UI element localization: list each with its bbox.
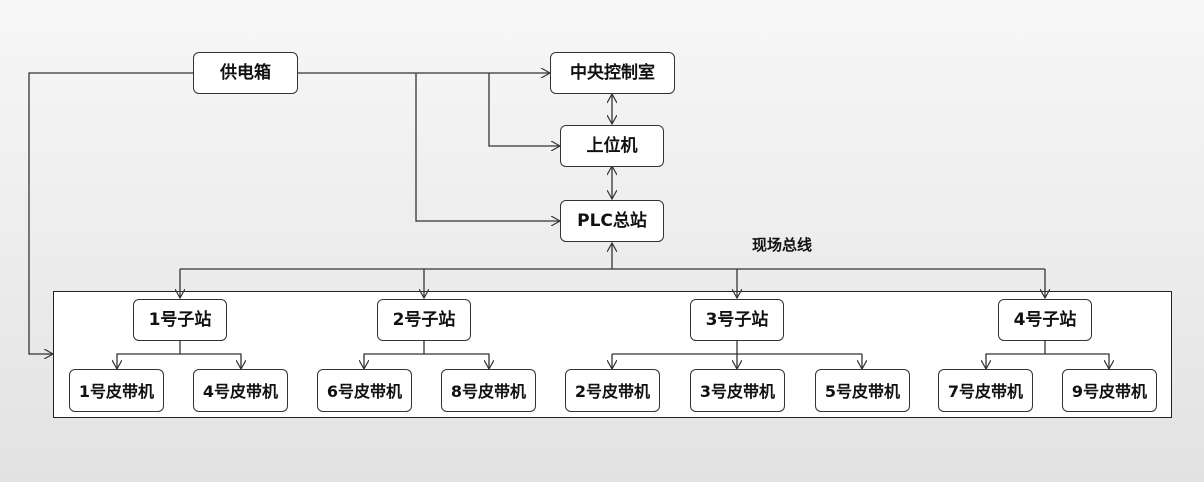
belt-conveyor-node: 3号皮带机 [690,369,785,412]
control-room-node: 中央控制室 [550,52,675,94]
belt-conveyor-node: 1号皮带机 [69,369,164,412]
belt-conveyor-node: 8号皮带机 [441,369,536,412]
belt-conveyor-node: 9号皮带机 [1062,369,1157,412]
host-pc-node: 上位机 [560,125,664,167]
substation-4-node: 4号子站 [998,299,1092,341]
belt-conveyor-node: 5号皮带机 [815,369,910,412]
substation-2-node: 2号子站 [377,299,471,341]
power-to-host-line [488,73,560,146]
power-box-node: 供电箱 [193,52,298,94]
power-to-substations-line [28,72,193,354]
belt-conveyor-node: 2号皮带机 [565,369,660,412]
substation-3-node: 3号子站 [690,299,784,341]
belt-conveyor-node: 7号皮带机 [938,369,1033,412]
power-to-plc-line [415,73,560,221]
belt-conveyor-node: 6号皮带机 [317,369,412,412]
fieldbus-label: 现场总线 [752,236,813,254]
substation-1-node: 1号子站 [133,299,227,341]
belt-conveyor-node: 4号皮带机 [193,369,288,412]
plc-master-node: PLC总站 [560,200,664,242]
